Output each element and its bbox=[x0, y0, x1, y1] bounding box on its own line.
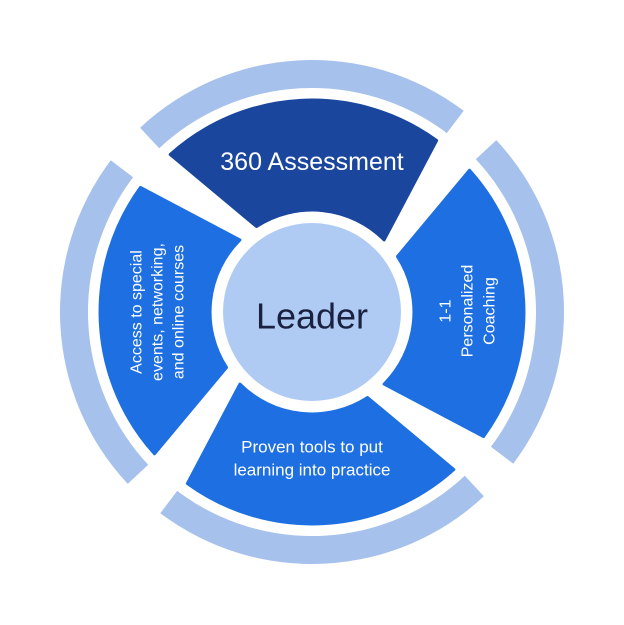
outer-ring bbox=[59, 59, 565, 565]
outer-ring-arc-left bbox=[59, 160, 149, 484]
outer-ring-arc-right bbox=[475, 140, 565, 464]
bottom-segment-label-line2: learning into practice bbox=[234, 461, 391, 480]
top-segment-label: 360 Assessment bbox=[220, 148, 403, 176]
left-segment-label-line2: events, networking, bbox=[150, 243, 167, 381]
segment-proven-tools bbox=[185, 382, 456, 526]
bottom-segment-label-line1: Proven tools to put bbox=[241, 438, 383, 457]
segment-personalized-coaching bbox=[382, 168, 526, 439]
left-segment-label-line3: and online courses bbox=[171, 245, 188, 379]
right-segment-label-line1: 1-1 bbox=[438, 299, 455, 322]
segment-access-events bbox=[98, 185, 242, 456]
outer-ring-arc-top bbox=[140, 59, 464, 149]
right-segment-label-line3: Coaching bbox=[482, 277, 499, 345]
wheel-segments bbox=[98, 98, 526, 526]
right-segment-label-line2: Personalized bbox=[460, 265, 477, 358]
left-segment-label-line1: Access to special bbox=[129, 250, 146, 374]
outer-ring-arc-bottom bbox=[160, 475, 484, 565]
center-circle bbox=[223, 223, 401, 401]
center-label: Leader bbox=[256, 296, 368, 337]
segment-360-assessment bbox=[168, 98, 439, 242]
